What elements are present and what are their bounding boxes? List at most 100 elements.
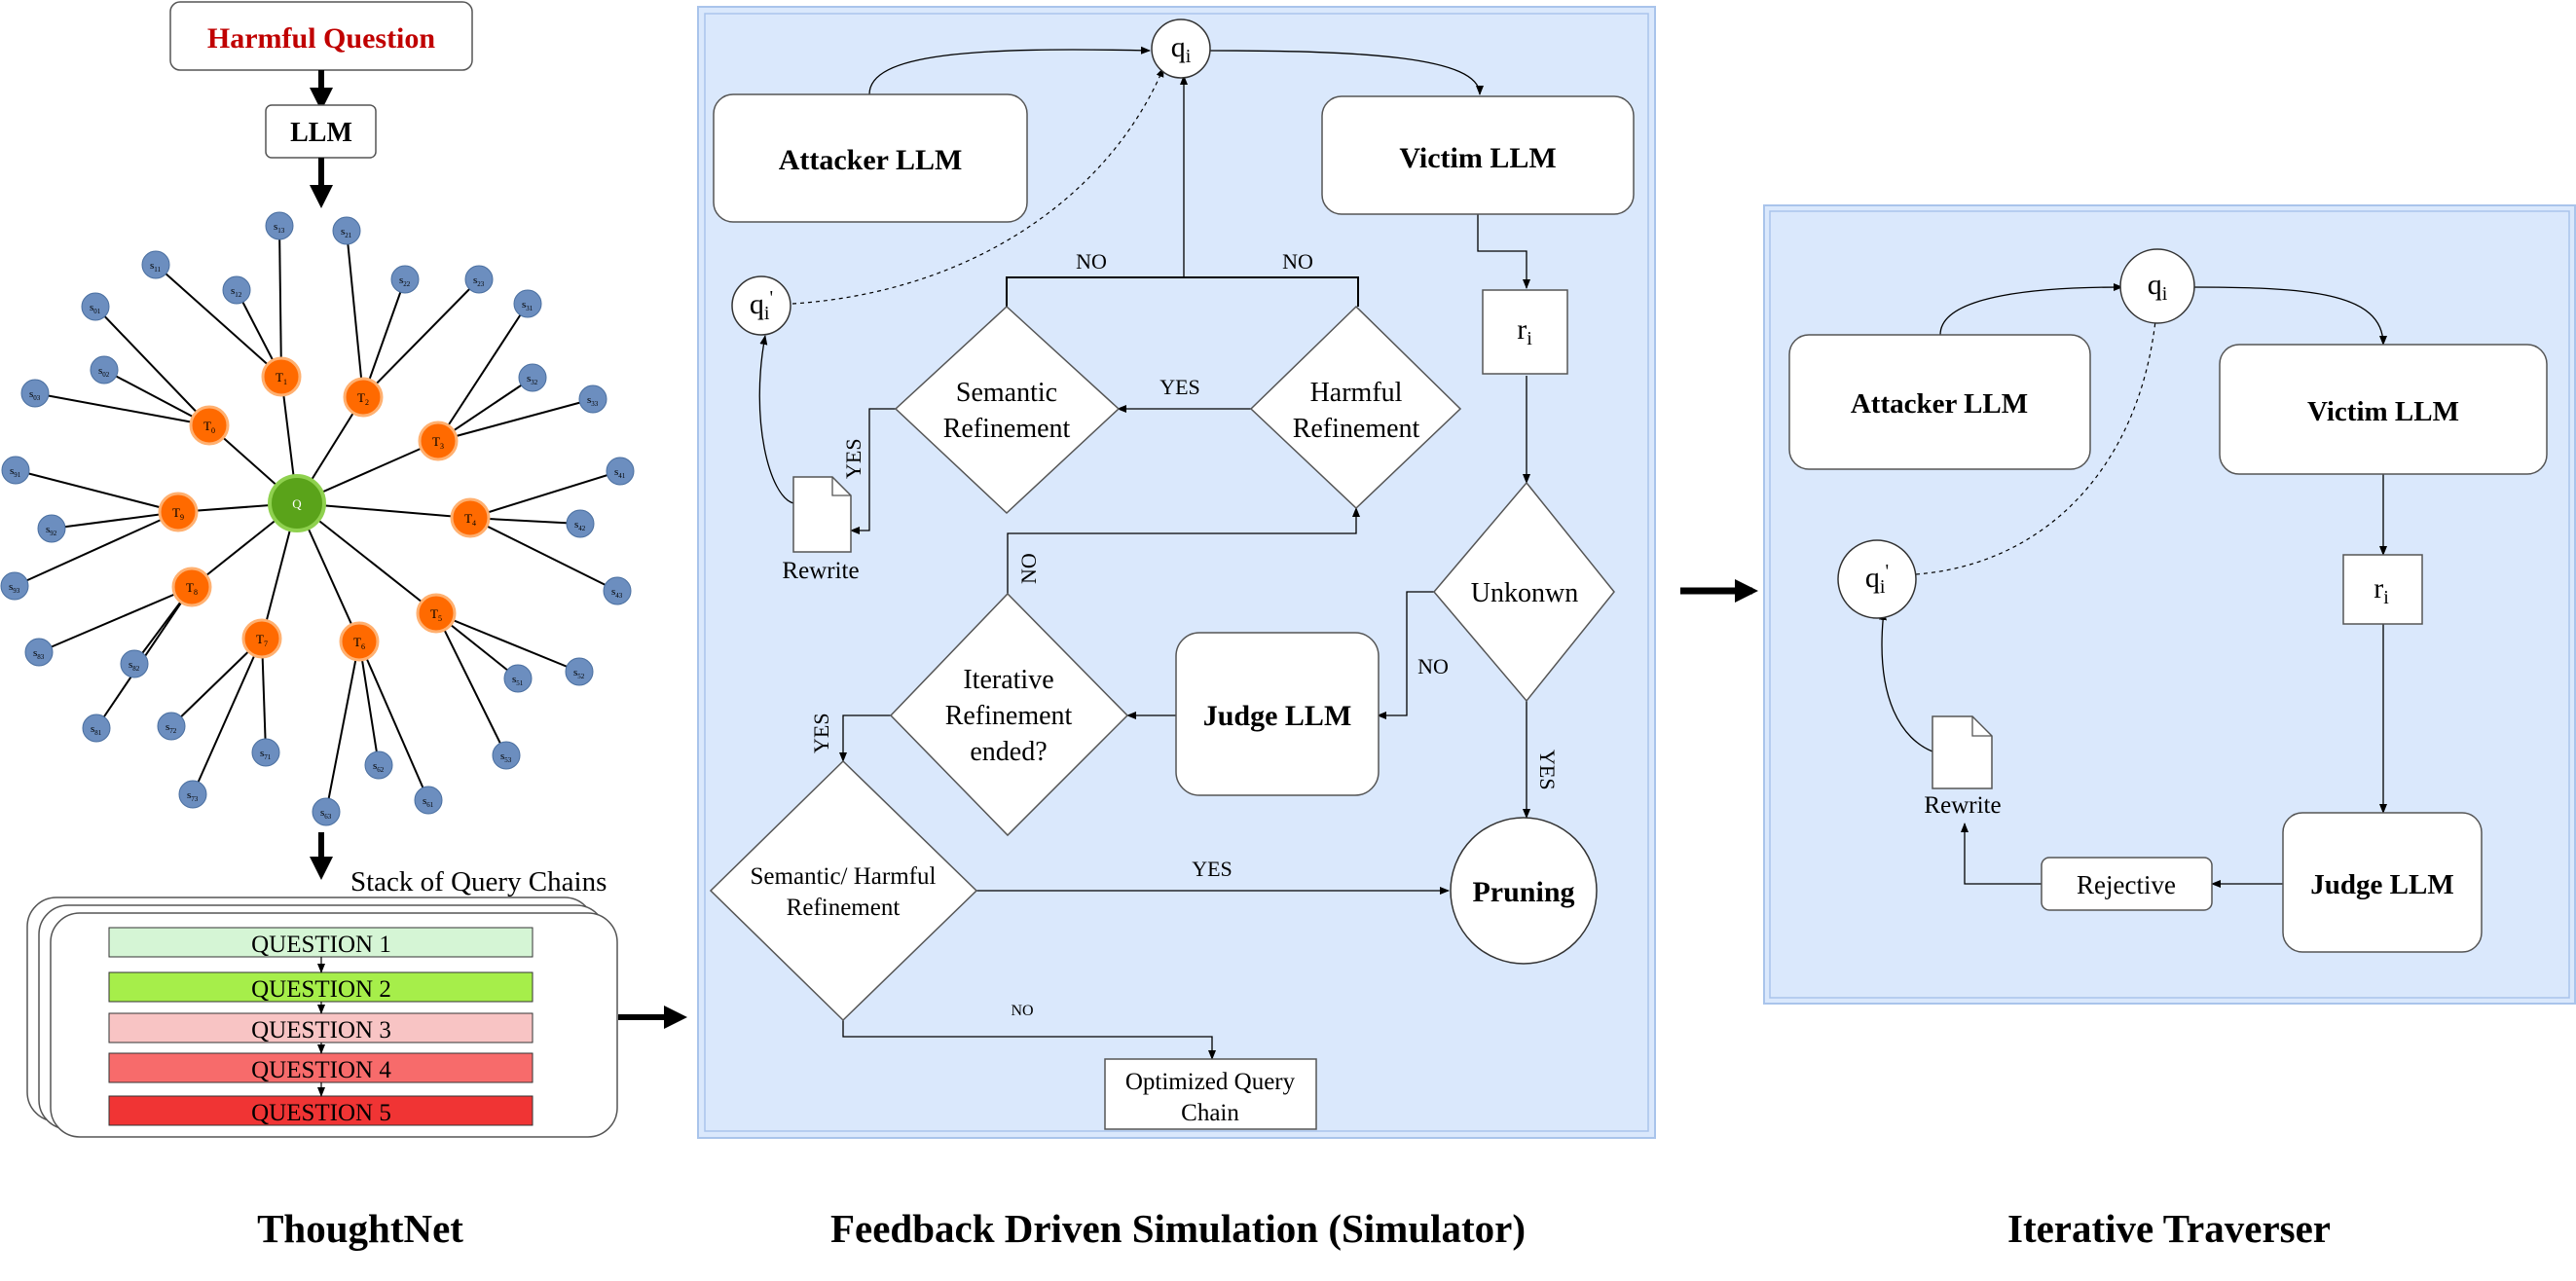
theme-node <box>343 377 384 418</box>
sim-iterative-line1: Iterative <box>963 665 1053 695</box>
trav-ri-box <box>2342 554 2423 625</box>
sub-thought-label: s82 <box>129 659 140 673</box>
sim-unknown-diamond <box>1433 481 1615 703</box>
theme-node-label: T8 <box>186 580 198 597</box>
llm-text: LLM <box>290 118 352 148</box>
theme-sub-edge <box>437 303 529 442</box>
sub-thought-label: s93 <box>9 581 20 595</box>
sub-thought-node <box>518 363 547 392</box>
sub-thought-node <box>332 216 361 245</box>
theme-node-label: T5 <box>430 606 442 623</box>
root-theme-edge <box>296 502 437 614</box>
sub-thought-node <box>37 514 66 543</box>
sub-thought-node <box>606 457 635 486</box>
stack-label: Stack of Query Chains <box>350 866 607 897</box>
sub-thought-node <box>90 355 119 384</box>
sub-thought-label: s02 <box>98 365 110 379</box>
sim-semantic-harmful-line2: Refinement <box>787 895 901 921</box>
sub-thought-label: s53 <box>500 750 512 764</box>
sim-victim-text: Victim LLM <box>1399 142 1556 174</box>
sim-yes-semantic: YES <box>1159 375 1200 399</box>
sim-pruning-node <box>1450 817 1598 965</box>
sim-harmful-refinement-line2: Refinement <box>1293 414 1420 444</box>
theme-node <box>261 356 302 397</box>
trav-qi-prime-text: qi' <box>1865 561 1889 598</box>
sub-thought-label: s51 <box>512 674 524 687</box>
sim-rewrite-doc-icon <box>792 476 852 553</box>
sim-semantic-harmful-diamond <box>709 759 978 1022</box>
sim-unknown-text: Unkonwn <box>1471 578 1578 608</box>
harmful-question-text: Harmful Question <box>207 22 435 55</box>
sub-thought-label: s72 <box>166 721 177 735</box>
theme-node <box>416 593 457 634</box>
sub-thought-label: s41 <box>614 466 626 480</box>
trav-attacker-text: Attacker LLM <box>1851 388 2028 420</box>
theme-sub-edge <box>34 392 210 426</box>
question-3-bar <box>108 1012 534 1043</box>
sub-thought-node <box>20 379 50 408</box>
sub-thought-label: s91 <box>10 465 21 479</box>
trav-rewrite-doc-icon <box>1932 715 1993 789</box>
theme-node-label: T7 <box>256 632 268 648</box>
sub-thought-label: s13 <box>274 221 285 235</box>
sub-thought-label: s31 <box>522 299 534 312</box>
theme-sub-edge <box>362 278 406 398</box>
sub-thought-label: s62 <box>373 760 385 774</box>
sub-thought-label: s83 <box>33 647 45 661</box>
theme-node <box>158 492 199 532</box>
sub-thought-node <box>222 275 251 305</box>
sub-thought-node <box>312 797 341 826</box>
question-2-bar <box>108 971 534 1003</box>
question-1-text: QUESTION 1 <box>251 932 391 958</box>
traverser-caption: Iterative Traverser <box>2007 1206 2331 1251</box>
question-2-text: QUESTION 2 <box>251 976 391 1003</box>
sim-victim-box <box>1321 95 1635 215</box>
theme-node-label: T9 <box>172 505 184 522</box>
theme-sub-edge <box>94 306 210 426</box>
sub-thought-node <box>565 657 594 686</box>
sub-thought-label: s61 <box>423 795 434 809</box>
sim-rewrite-text: Rewrite <box>782 558 859 584</box>
sim-semantic-refinement-line2: Refinement <box>943 414 1071 444</box>
sub-thought-node <box>578 384 607 414</box>
simulator-caption: Feedback Driven Simulation (Simulator) <box>830 1206 1526 1251</box>
sim-judge-box <box>1175 632 1380 796</box>
thoughtnet-caption: ThoughtNet <box>257 1206 463 1251</box>
sub-thought-label: s11 <box>150 260 162 274</box>
sub-thought-node <box>364 750 393 780</box>
sub-thought-node <box>157 712 186 741</box>
root-question-label: Q <box>292 496 302 511</box>
sim-yes-rewrite: YES <box>841 438 865 479</box>
question-chain: QUESTION 1 QUESTION 2 QUESTION 3 QUESTIO… <box>108 927 534 1126</box>
sub-thought-label: s21 <box>341 226 352 239</box>
sim-qi-node <box>1151 18 1211 79</box>
sim-optimized-box <box>1104 1058 1317 1130</box>
sub-thought-node <box>81 292 110 321</box>
sub-thought-node <box>566 509 595 538</box>
sub-thought-node <box>414 786 443 815</box>
sub-thought-label: s73 <box>187 789 199 803</box>
sim-no-right: NO <box>1282 249 1313 274</box>
sub-thought-label: s92 <box>46 524 57 537</box>
theme-sub-edge <box>346 230 364 398</box>
sim-attacker-box <box>713 93 1028 223</box>
question-4-text: QUESTION 4 <box>251 1057 391 1083</box>
sub-thought-node <box>141 250 170 279</box>
sub-thought-node <box>1 456 30 485</box>
sub-thought-node <box>390 265 420 294</box>
sub-thought-node <box>464 265 494 294</box>
sub-thought-label: s12 <box>231 285 242 299</box>
sim-ri-box <box>1482 289 1568 375</box>
question-5-bar <box>108 1095 534 1126</box>
sim-no-optimized: NO <box>1011 1003 1033 1019</box>
sim-harmful-refinement-line1: Harmful <box>1310 378 1403 408</box>
trav-rejective-box <box>2041 857 2213 911</box>
sim-iterative-refinement-diamond <box>889 592 1129 837</box>
theme-sub-edge <box>15 469 179 513</box>
sub-thought-label: s03 <box>29 388 41 402</box>
sim-iterative-line3: ended? <box>970 737 1047 767</box>
sim-iterative-line2: Refinement <box>945 701 1073 731</box>
sub-thought-node <box>265 211 294 240</box>
sub-thought-node <box>120 649 149 678</box>
